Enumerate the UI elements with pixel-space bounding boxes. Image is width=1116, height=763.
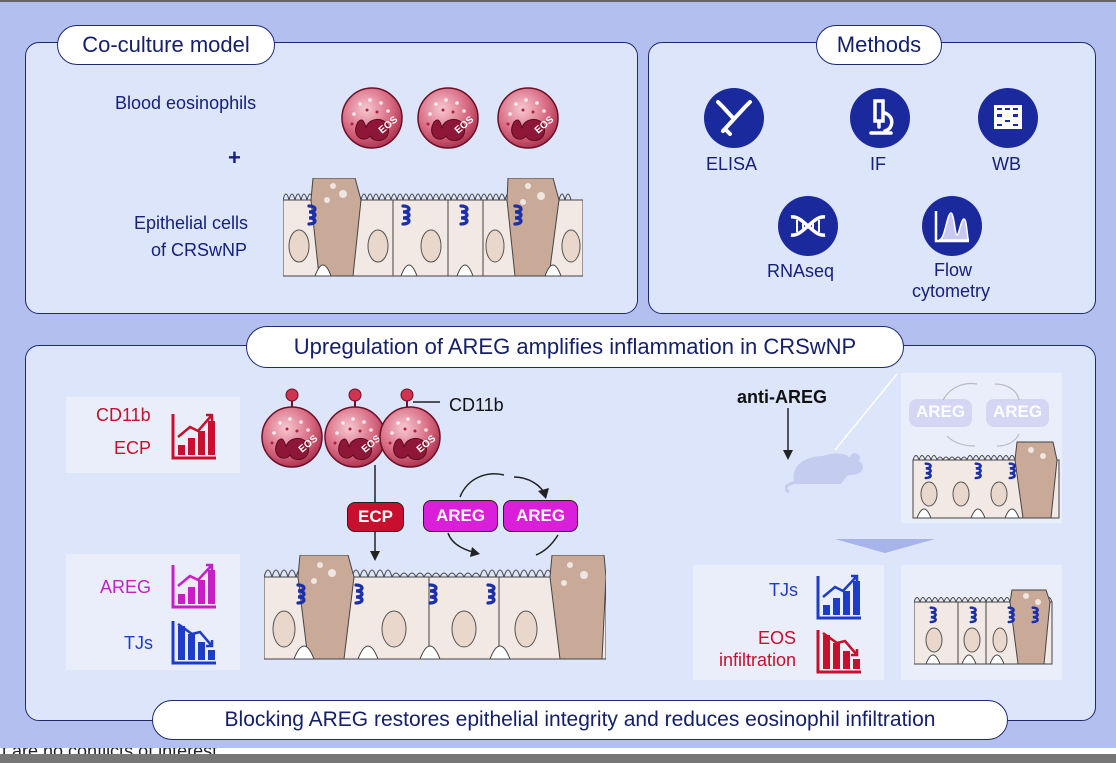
blood-eosinophils-illustration: EOS EOS EOS bbox=[341, 87, 559, 149]
faded-epithelium bbox=[912, 382, 1060, 519]
anti-areg-label: anti-AREG bbox=[737, 387, 827, 407]
cd11b-callout: CD11b bbox=[449, 395, 504, 415]
methods-title: Methods bbox=[816, 25, 942, 65]
epithelium-illustration-2 bbox=[264, 555, 606, 660]
arrow-down-anti-areg bbox=[783, 408, 793, 460]
activated-eosinophils: EOS EOS EOS bbox=[261, 388, 441, 468]
dna-icon bbox=[778, 196, 838, 256]
window-top-edge bbox=[0, 0, 1116, 2]
outcome-box bbox=[693, 565, 884, 680]
microscope-icon bbox=[850, 88, 910, 148]
flow-histogram-icon bbox=[922, 196, 982, 256]
down-chevron-arrow bbox=[835, 539, 935, 553]
epithelial-label-line2: of CRSwNP bbox=[151, 240, 248, 260]
outcome-eos-label: EOS bbox=[758, 628, 797, 648]
methods-panel bbox=[648, 42, 1096, 314]
decrease-chart-icon bbox=[816, 630, 861, 674]
eosinophil-cell: EOS bbox=[341, 87, 403, 149]
faded-areg-tag-left: AREG bbox=[909, 399, 972, 427]
coculture-title: Co-culture model bbox=[57, 25, 275, 65]
areg-tag-right: AREG bbox=[503, 500, 578, 532]
areg-tag-left: AREG bbox=[423, 500, 498, 532]
footer-shade bbox=[0, 754, 1116, 763]
method-label-rnaseq: RNAseq bbox=[767, 261, 835, 281]
eosinophil-cell: EOS bbox=[379, 406, 441, 468]
antibody-icon bbox=[704, 88, 764, 148]
method-label-flow-line2: cytometry bbox=[912, 281, 991, 301]
method-label-flow-line1: Flow bbox=[934, 260, 973, 280]
decrease-chart-icon bbox=[171, 621, 216, 665]
main-title: Upregulation of AREG amplifies inflammat… bbox=[246, 326, 904, 368]
increase-chart-icon bbox=[816, 574, 861, 620]
ecp-tag: ECP bbox=[347, 502, 404, 532]
footer-strip: t are no conflicts of interest. bbox=[0, 748, 1116, 763]
bottom-title: Blocking AREG restores epithelial integr… bbox=[152, 700, 1008, 740]
increase-chart-icon bbox=[171, 413, 216, 460]
areg-feedback-loop bbox=[447, 473, 559, 557]
blood-eosinophils-label: Blood eosinophils bbox=[115, 93, 257, 113]
eosinophil-cell: EOS bbox=[261, 406, 323, 468]
method-label-if: IF bbox=[870, 154, 886, 174]
epithelial-label-line1: Epithelial cells bbox=[134, 213, 249, 233]
increase-chart-icon bbox=[171, 563, 216, 609]
plus-sign: + bbox=[228, 145, 241, 170]
epithelium-illustration-1 bbox=[283, 178, 583, 277]
areg-label: AREG bbox=[100, 577, 152, 597]
tjs-label: TJs bbox=[124, 633, 153, 653]
cd11b-label: CD11b bbox=[96, 405, 151, 425]
western-blot-icon bbox=[978, 88, 1038, 148]
outcome-infiltration-label: infiltration bbox=[719, 650, 797, 670]
eosinophil-cell: EOS bbox=[324, 406, 386, 468]
ecp-label: ECP bbox=[114, 438, 152, 458]
mouse-icon bbox=[785, 373, 898, 494]
method-label-elisa: ELISA bbox=[706, 154, 758, 174]
outcome-tjs-label: TJs bbox=[769, 580, 798, 600]
faded-areg-tag-right: AREG bbox=[986, 399, 1049, 427]
restored-epithelium bbox=[914, 589, 1053, 665]
eosinophil-cell: EOS bbox=[417, 87, 479, 149]
method-label-wb: WB bbox=[992, 154, 1021, 174]
eosinophil-cell: EOS bbox=[497, 87, 559, 149]
